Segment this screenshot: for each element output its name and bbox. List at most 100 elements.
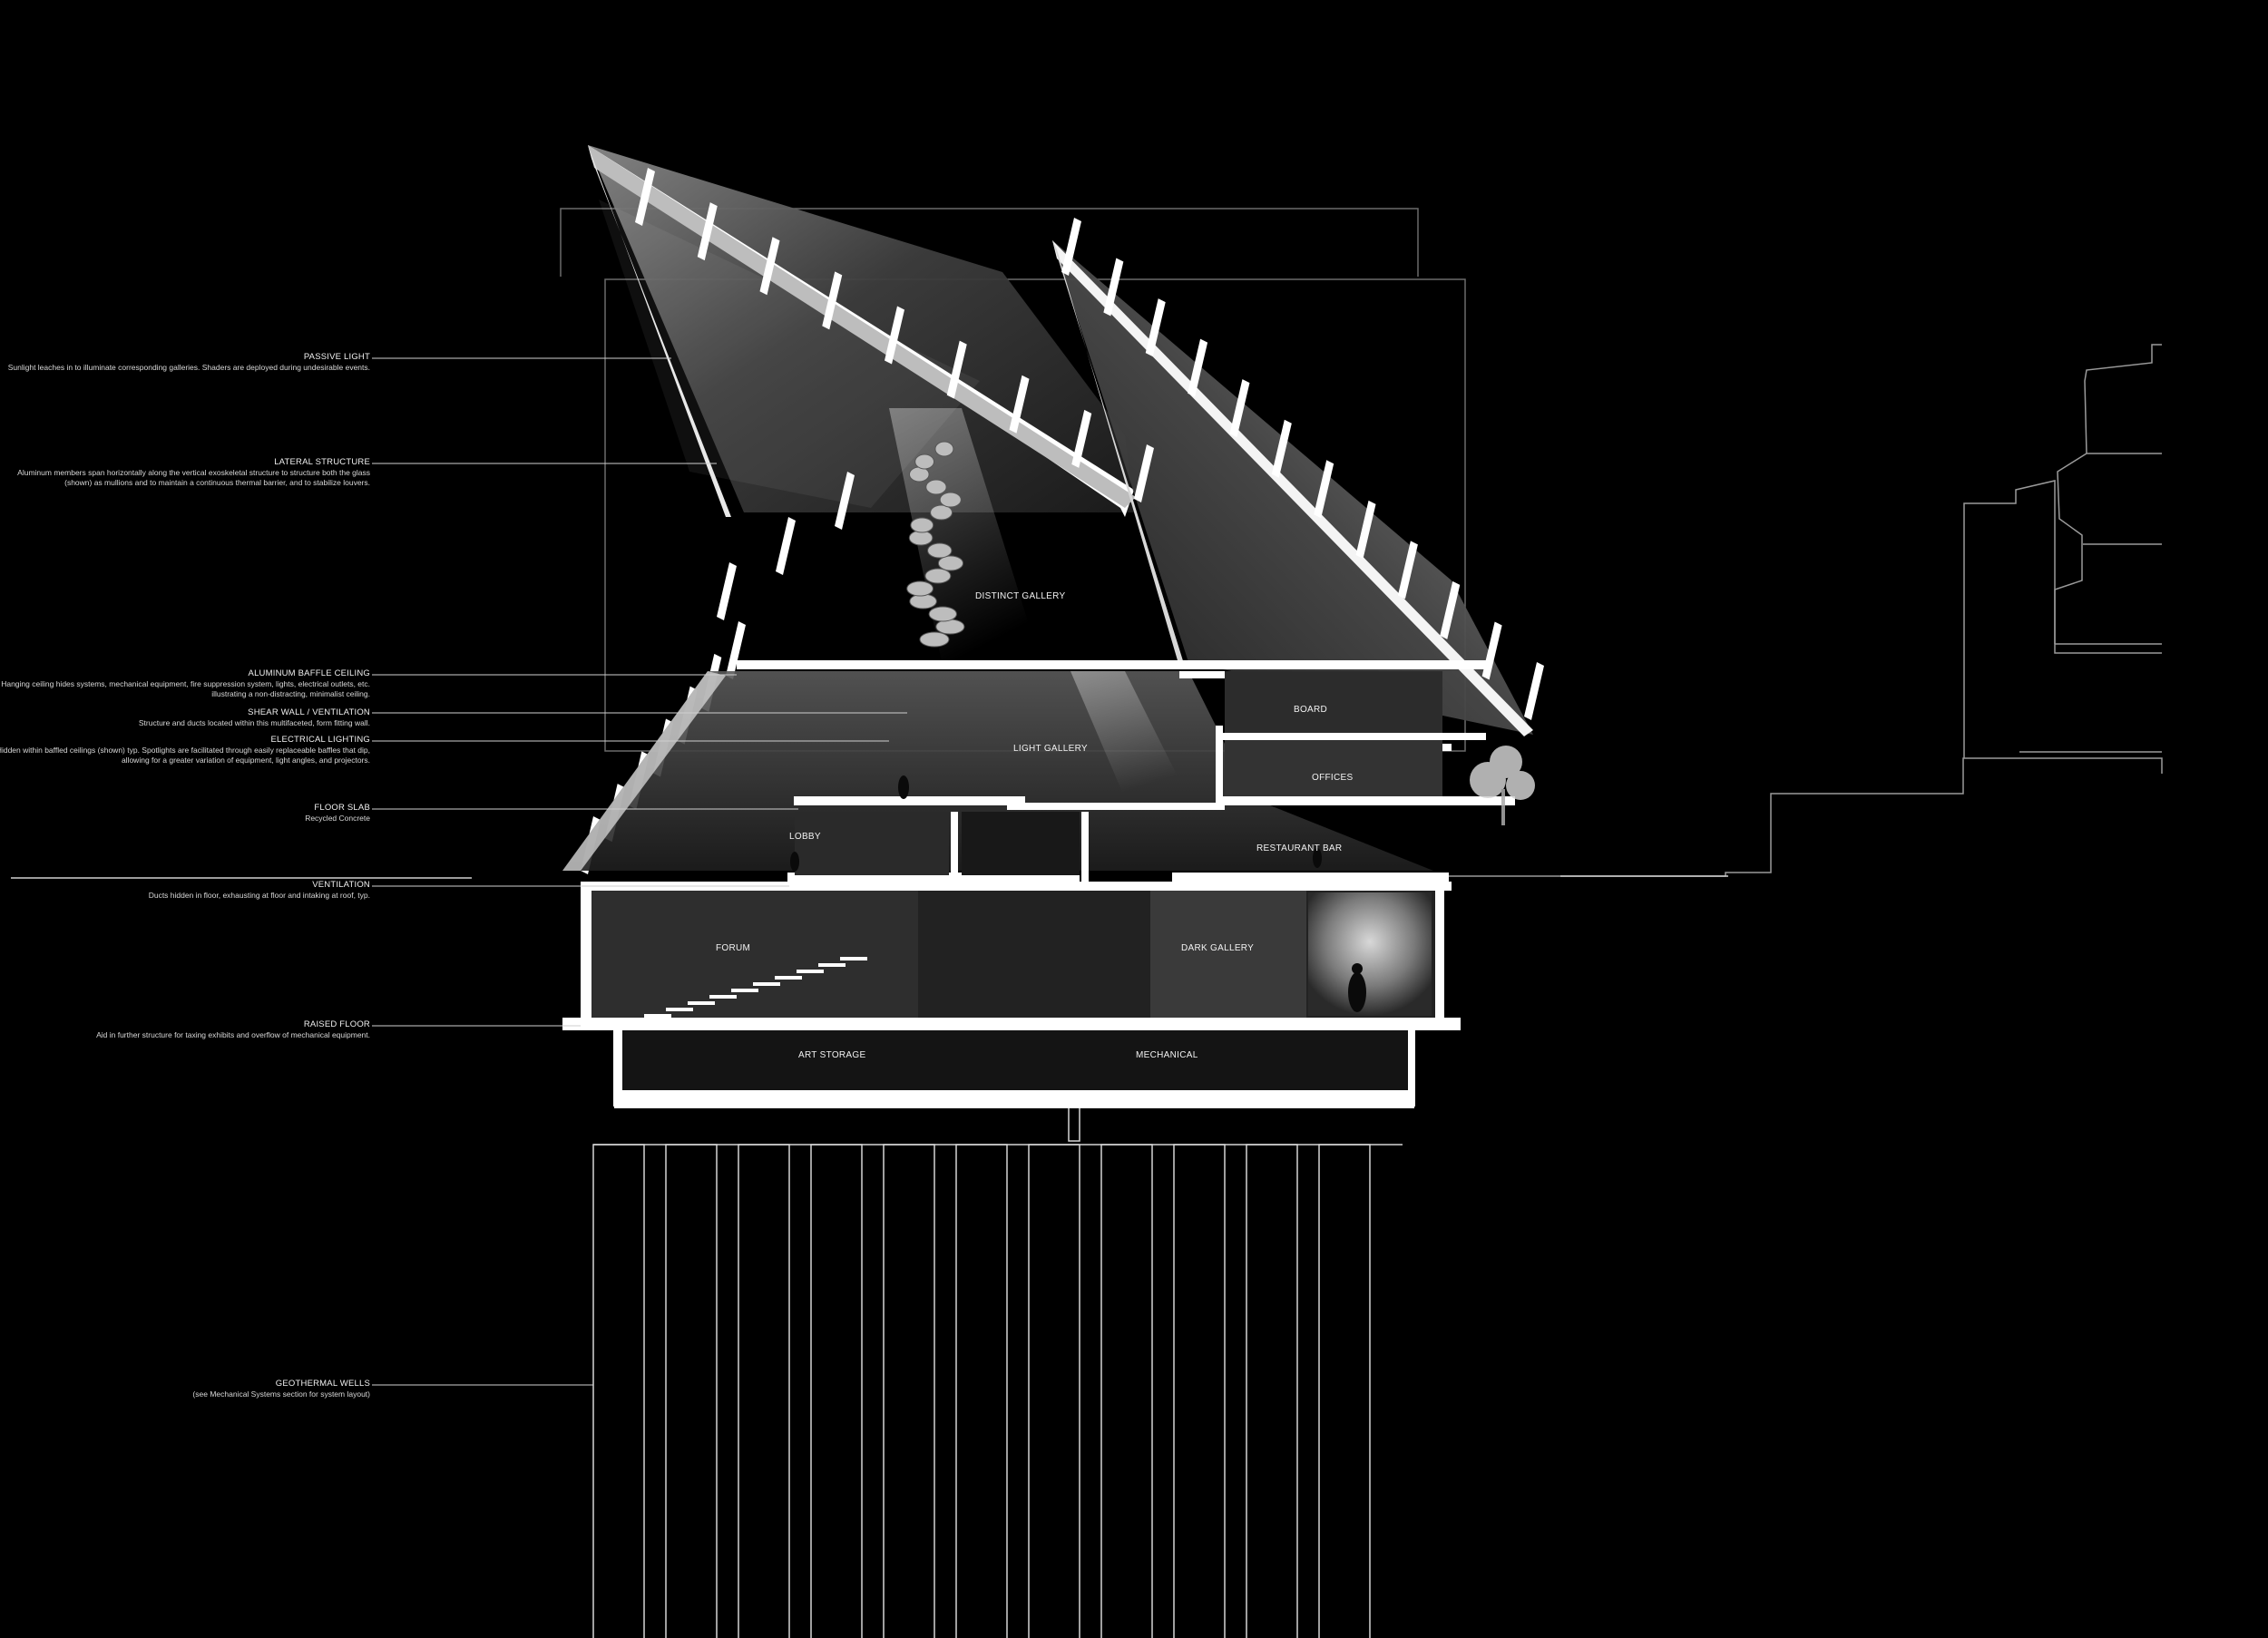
louver-fin bbox=[1271, 419, 1292, 478]
stair-step bbox=[753, 982, 780, 986]
annotation-raised-floor: RAISED FLOOR Aid in further structure fo… bbox=[0, 1019, 370, 1040]
sculpture-element bbox=[930, 504, 953, 521]
forum-stair bbox=[644, 957, 867, 1018]
room-distinct-gallery: DISTINCT GALLERY bbox=[975, 591, 1065, 601]
annotation-title: VENTILATION bbox=[312, 880, 370, 890]
sculpture-element bbox=[909, 593, 937, 609]
annotation-passive-light: PASSIVE LIGHT Sunlight leaches in to ill… bbox=[0, 352, 370, 373]
structure-slabs bbox=[562, 660, 1515, 1099]
sculpture-element bbox=[939, 492, 962, 508]
louver-fin bbox=[1061, 218, 1081, 276]
annotation-title: FLOOR SLAB bbox=[314, 803, 370, 813]
middle-glass-volume bbox=[562, 671, 1433, 871]
annotation-title: SHEAR WALL / VENTILATION bbox=[248, 707, 370, 717]
louver-fin bbox=[697, 202, 718, 261]
stair-step bbox=[840, 957, 867, 960]
stair-step bbox=[797, 970, 824, 973]
annotation-description: Aluminum members span horizontally along… bbox=[17, 468, 370, 487]
geothermal-well bbox=[665, 1144, 718, 1638]
geothermal-well bbox=[1173, 1144, 1226, 1638]
sculpture-element bbox=[934, 441, 954, 457]
well-riser bbox=[1068, 1108, 1080, 1142]
sculpture-element bbox=[927, 542, 953, 559]
louver-fin bbox=[726, 621, 746, 679]
sculpture-element bbox=[935, 619, 965, 635]
annotation-description: Hidden within baffled ceilings (shown) t… bbox=[0, 746, 370, 765]
room-lobby: LOBBY bbox=[789, 832, 821, 842]
sculpture bbox=[906, 441, 965, 648]
stair-step bbox=[709, 995, 737, 999]
louver-fin bbox=[1009, 375, 1030, 434]
annotation-description: Hanging ceiling hides systems, mechanica… bbox=[1, 679, 370, 698]
louver-fin bbox=[717, 562, 737, 620]
sculpture-element bbox=[924, 568, 952, 584]
louver-fin bbox=[1103, 258, 1124, 317]
louver-fin bbox=[1134, 444, 1154, 502]
room-mechanical: MECHANICAL bbox=[1136, 1050, 1198, 1060]
annotation-title: PASSIVE LIGHT bbox=[303, 352, 370, 362]
geothermal-well bbox=[1318, 1144, 1371, 1638]
sculpture-element bbox=[914, 453, 935, 470]
room-labels: DISTINCT GALLERY BOARD LIGHT GALLERY OFF… bbox=[716, 591, 1353, 1060]
louver-fin bbox=[1071, 409, 1092, 468]
louver-fin bbox=[1314, 460, 1334, 519]
louver-fin bbox=[1188, 338, 1208, 397]
ground-line bbox=[11, 875, 1728, 879]
annotation-title: ELECTRICAL LIGHTING bbox=[270, 735, 370, 745]
neighbor-building-outline bbox=[1432, 344, 2163, 877]
louver-fin bbox=[1440, 580, 1461, 639]
visitor-figures bbox=[790, 775, 1366, 1012]
foundation bbox=[613, 1097, 1415, 1108]
annotation-description: Ducts hidden in floor, exhausting at flo… bbox=[148, 891, 370, 900]
geothermal-well bbox=[1100, 1144, 1153, 1638]
louver-fin bbox=[1355, 500, 1376, 559]
annotation-title: RAISED FLOOR bbox=[303, 1019, 370, 1029]
annotation-description: Recycled Concrete bbox=[305, 814, 370, 823]
louver-fin bbox=[885, 306, 904, 365]
stair-step bbox=[731, 989, 758, 992]
geothermal-well bbox=[592, 1144, 645, 1638]
annotation-geothermal-wells: GEOTHERMAL WELLS (see Mechanical Systems… bbox=[0, 1379, 370, 1399]
louver-fin bbox=[1229, 379, 1250, 438]
sculpture-element bbox=[928, 606, 957, 622]
geothermal-well bbox=[1028, 1144, 1080, 1638]
annotation-ventilation: VENTILATION Ducts hidden in floor, exhau… bbox=[0, 880, 370, 901]
stair-step bbox=[818, 963, 846, 967]
leader-lines bbox=[372, 357, 907, 1386]
geothermal-well bbox=[955, 1144, 1008, 1638]
louver-fin bbox=[759, 237, 780, 296]
louver-fin bbox=[1397, 541, 1418, 600]
left-glass-roof bbox=[588, 145, 1136, 517]
stair-step bbox=[666, 1008, 693, 1011]
geothermal-well bbox=[738, 1144, 790, 1638]
room-board: BOARD bbox=[1294, 705, 1327, 715]
sculpture-element bbox=[906, 580, 934, 597]
annotation-lateral-structure: LATERAL STRUCTURE Aluminum members span … bbox=[0, 457, 370, 488]
sculpture-element bbox=[910, 517, 934, 533]
annotation-title: GEOTHERMAL WELLS bbox=[275, 1379, 370, 1389]
tree bbox=[1470, 746, 1535, 825]
stair-step bbox=[688, 1001, 715, 1005]
geothermal-wells bbox=[592, 1108, 1403, 1638]
annotation-title: LATERAL STRUCTURE bbox=[274, 457, 370, 467]
louver-fin bbox=[822, 271, 843, 330]
room-art-storage: ART STORAGE bbox=[798, 1050, 865, 1060]
sculpture-element bbox=[919, 631, 950, 648]
annotation-description: Aid in further structure for taxing exhi… bbox=[96, 1030, 370, 1039]
annotation-description: (see Mechanical Systems section for syst… bbox=[192, 1389, 370, 1399]
geothermal-well bbox=[883, 1144, 935, 1638]
geothermal-well bbox=[1246, 1144, 1298, 1638]
sculpture-element bbox=[925, 479, 947, 495]
annotation-title: ALUMINUM BAFFLE CEILING bbox=[248, 668, 370, 678]
annotation-description: Structure and ducts located within this … bbox=[138, 718, 370, 727]
stair-step bbox=[644, 1014, 671, 1018]
sculpture-element bbox=[937, 555, 964, 571]
right-glass-roof bbox=[1052, 240, 1533, 736]
stair-step bbox=[775, 976, 802, 980]
louver-fin bbox=[835, 472, 855, 530]
room-light-gallery: LIGHT GALLERY bbox=[1013, 744, 1088, 754]
annotation-shear-wall-ventilation: SHEAR WALL / VENTILATION Structure and d… bbox=[0, 707, 370, 728]
annotation-electrical-lighting: ELECTRICAL LIGHTING Hidden within baffle… bbox=[0, 735, 370, 765]
louver-fin bbox=[635, 168, 655, 226]
